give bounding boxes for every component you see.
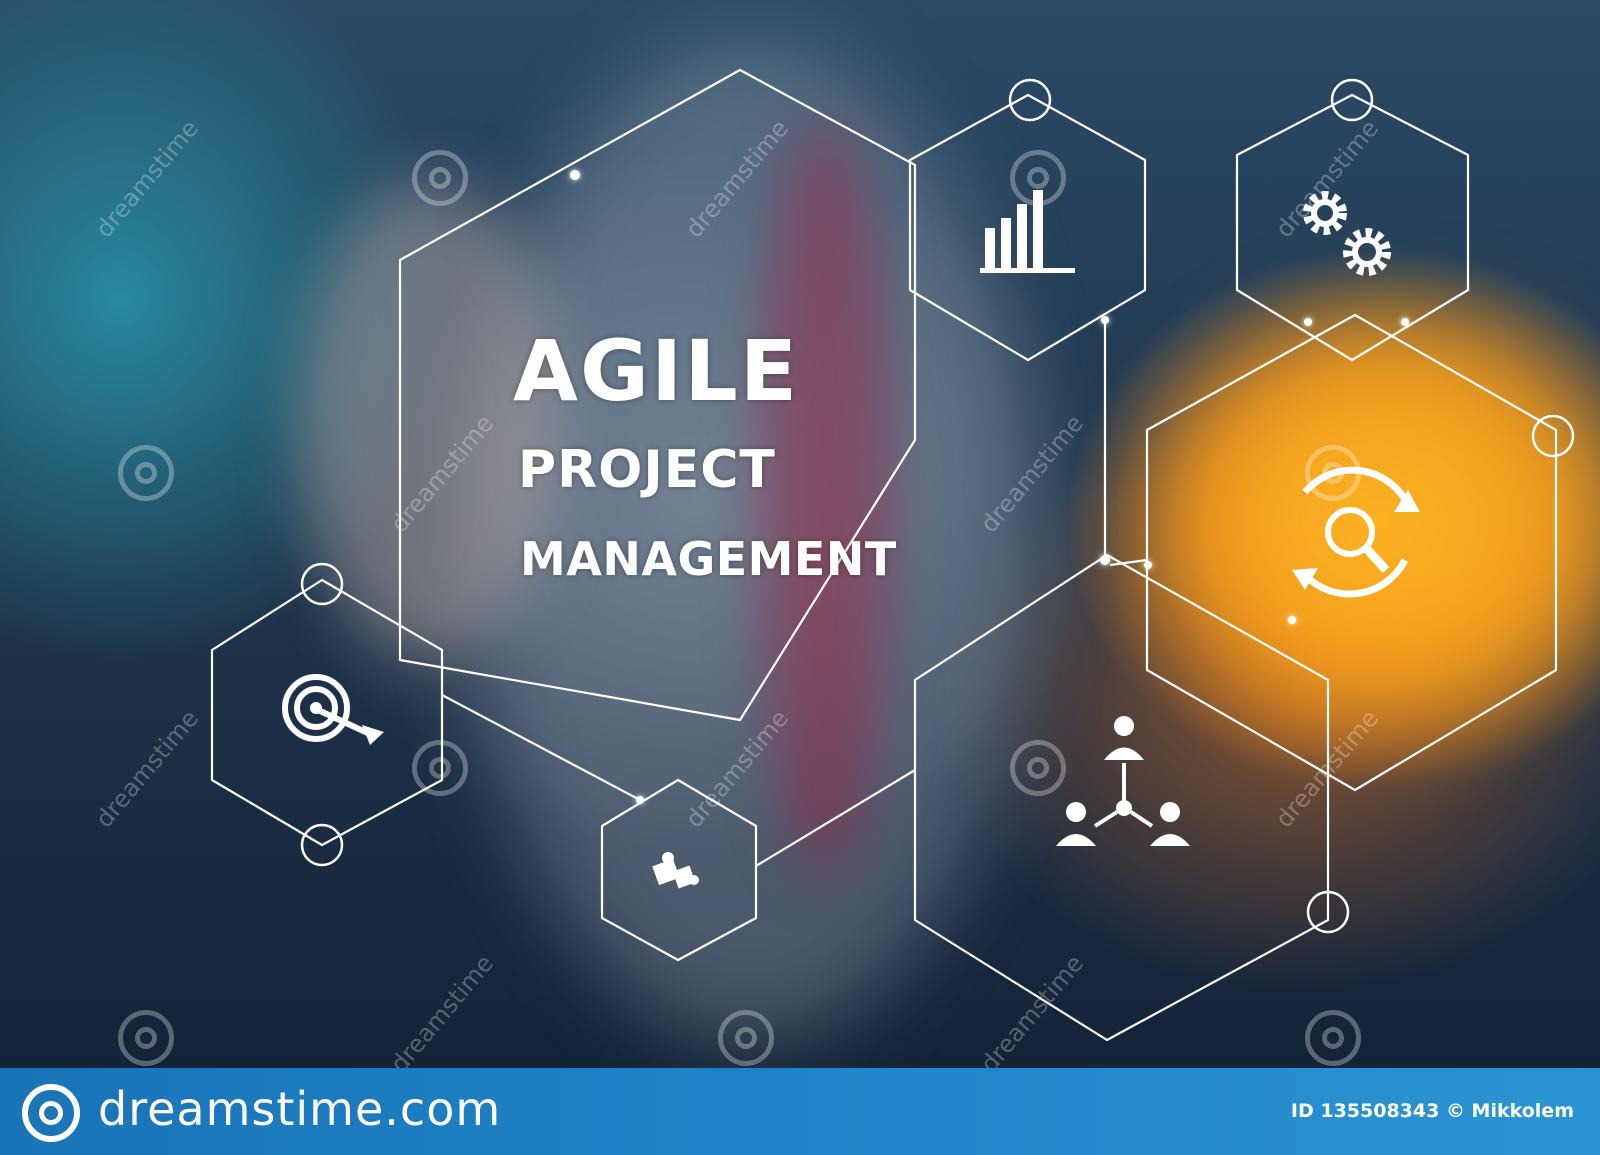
watermark-logo [718,1010,774,1066]
watermark-logo [1010,740,1066,796]
node-ring [1008,78,1052,122]
watermark-logo [118,1010,174,1066]
sparkle [570,170,580,180]
hex-target [210,578,444,847]
sparkle [1304,318,1312,326]
hex-agile [398,68,917,722]
headline-project: PROJECT [518,440,776,500]
sparkle [1101,316,1109,324]
sparkle [1100,555,1110,565]
hexagon-diagram [210,68,1575,1042]
hex-puzzle [600,778,758,962]
team-network-icon [1056,716,1190,846]
headline-agile: AGILE [513,322,800,420]
watermark-logo [1305,445,1361,501]
connector [1109,558,1148,567]
sparkle [1401,318,1409,326]
watermark-logo [118,445,174,501]
footer-brand[interactable]: dreamstime.com [98,1082,502,1136]
orange-glow [1180,330,1600,710]
gears-icon [1303,191,1391,276]
node-ring [1330,78,1374,122]
sparkle [1288,616,1296,624]
node-ring [300,823,344,867]
suit-shape [470,40,1030,1040]
spiral-logo-icon [22,1084,80,1142]
hand-shape [300,180,560,660]
headline-management: MANAGEMENT [520,532,897,586]
hex-team [913,553,1330,1042]
tie-shape [760,120,890,880]
background-photo [0,0,1600,1068]
sparkle [636,796,644,804]
hex-search [1145,313,1558,792]
connector [441,694,641,801]
node-ring [300,562,344,606]
node-ring [1306,890,1350,934]
watermark-logo [412,150,468,206]
footer-bar: dreamstime.com ID 135508343 © Mikkolem [0,1068,1600,1155]
sparkle [1144,561,1152,569]
watermark-logo [412,740,468,796]
connector [755,769,916,867]
node-ring [1531,414,1575,458]
target-icon [282,674,384,745]
hex-gears [1235,93,1470,362]
image-id-credit: ID 135508343 © Mikkolem [1290,1100,1574,1122]
watermark-logo [1305,1010,1361,1066]
bar-chart-icon [980,190,1075,273]
watermark-logo [1010,150,1066,206]
puzzle-icon [652,852,699,889]
hex-chart [908,93,1147,362]
